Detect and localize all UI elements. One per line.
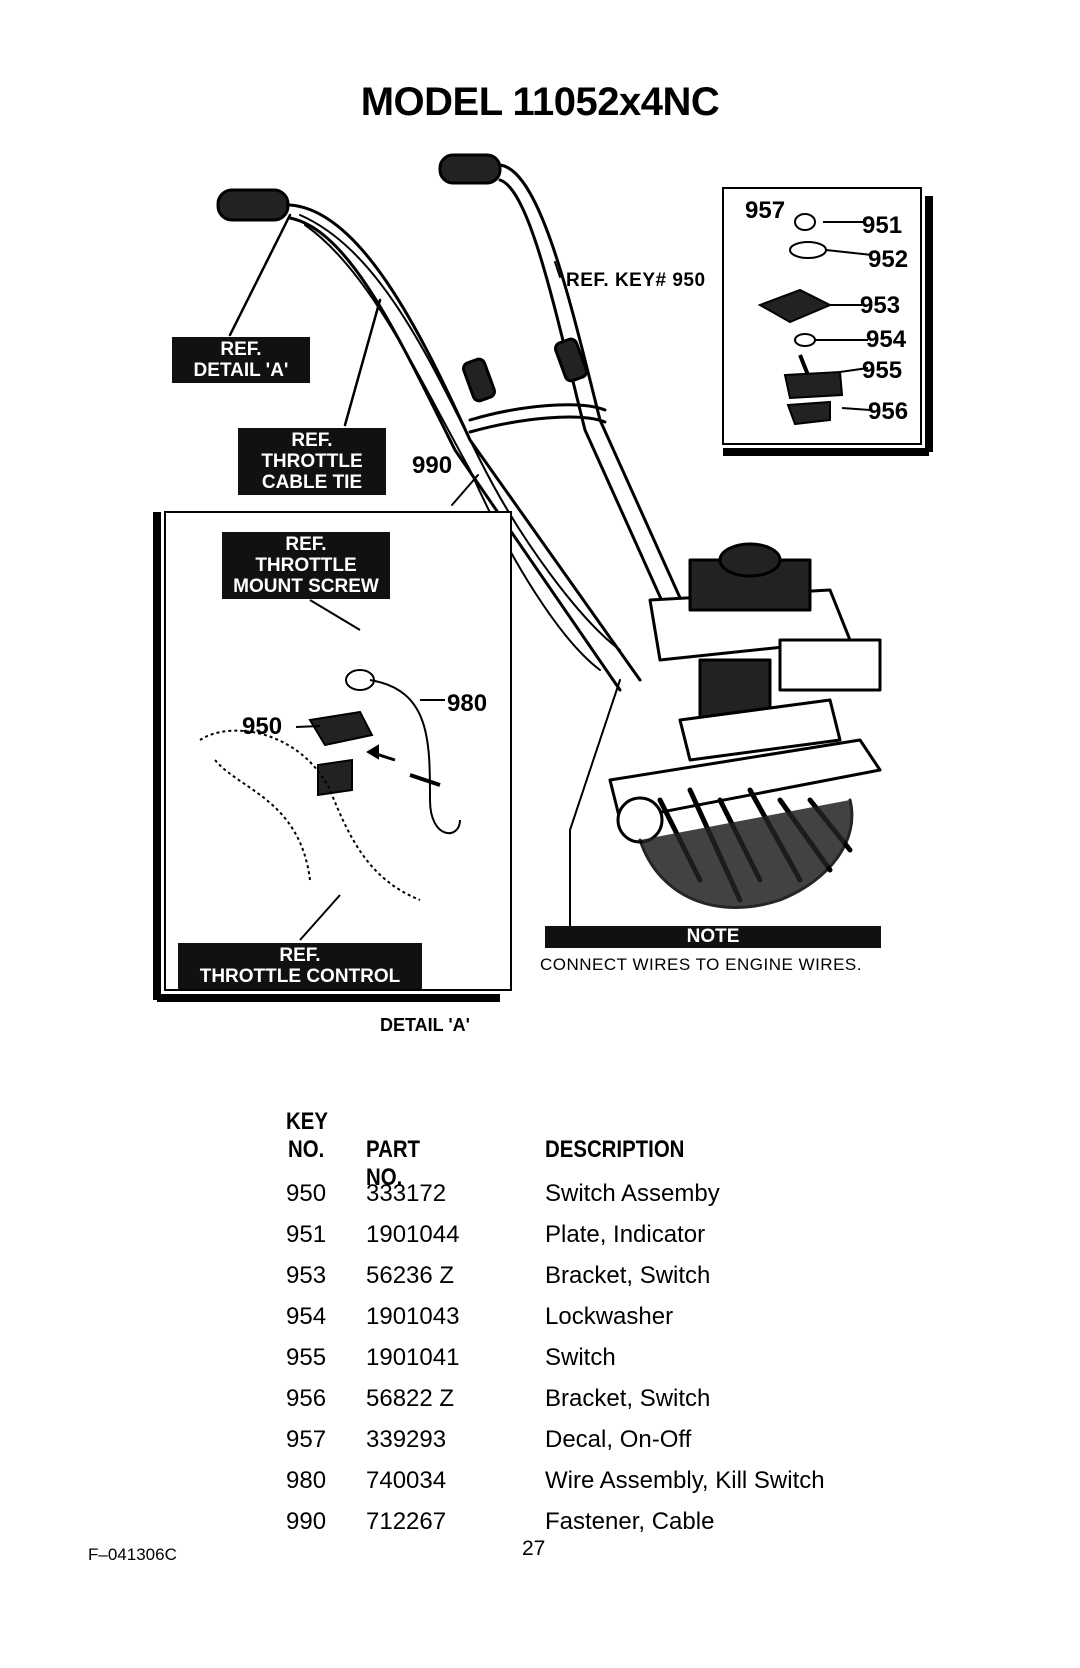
callout-line: CABLE TIE <box>261 472 363 493</box>
header-description: DESCRIPTION <box>545 1136 685 1163</box>
callout-ref-detail-a: REF. DETAIL 'A' <box>172 337 310 383</box>
part-no-cell: 56822 Z <box>366 1385 455 1412</box>
part-no-cell: 1901043 <box>366 1303 460 1330</box>
diagram-number: 957 <box>745 197 786 224</box>
table-row: 957 339293 Decal, On-Off <box>283 1426 883 1456</box>
page-title: MODEL 11052x4NC <box>360 80 720 124</box>
footer-form-code: F–041306C <box>88 1545 177 1564</box>
diagram-number: 956 <box>868 398 909 425</box>
left-grip <box>216 188 290 222</box>
diagram-number: 953 <box>860 292 901 319</box>
diagram-number: 950 <box>242 713 283 740</box>
part-no-cell: 56236 Z <box>366 1262 455 1289</box>
table-row: 990 712267 Fastener, Cable <box>283 1508 883 1538</box>
part-no-cell: 712267 <box>366 1508 447 1535</box>
key-cell: 980 <box>286 1467 327 1494</box>
diagram-number: 990 <box>412 452 453 479</box>
description-cell: Lockwasher <box>545 1303 674 1330</box>
key-cell: 951 <box>286 1221 327 1248</box>
right-grip <box>438 153 502 185</box>
callout-line: REF. <box>220 339 262 360</box>
callout-line: REF. <box>285 534 327 555</box>
table-row: 953 56236 Z Bracket, Switch <box>283 1262 883 1292</box>
description-cell: Fastener, Cable <box>545 1508 715 1535</box>
callout-line: REF. <box>279 945 321 966</box>
part-no-cell: 1901044 <box>366 1221 460 1248</box>
diagram-number: 980 <box>447 690 488 717</box>
part-no-cell: 1901041 <box>366 1344 460 1371</box>
callout-line: MOUNT SCREW <box>233 576 379 597</box>
callout-line: REF. <box>291 430 333 451</box>
header-key-line2: NO. <box>288 1136 325 1163</box>
description-cell: Wire Assembly, Kill Switch <box>545 1467 825 1494</box>
switch-exploded-inset <box>722 187 933 456</box>
detail-a-label: DETAIL 'A' <box>380 1015 470 1035</box>
tiller-diagram <box>153 153 933 1002</box>
table-row: 951 1901044 Plate, Indicator <box>283 1221 883 1251</box>
callout-line: THROTTLE CONTROL <box>199 966 401 987</box>
callout-ref-throttle-mount-screw: REF. THROTTLE MOUNT SCREW <box>222 532 390 599</box>
description-cell: Bracket, Switch <box>545 1385 711 1412</box>
key-cell: 955 <box>286 1344 327 1371</box>
part-no-cell: 339293 <box>366 1426 447 1453</box>
table-row: 955 1901041 Switch <box>283 1344 883 1374</box>
table-row: 980 740034 Wire Assembly, Kill Switch <box>283 1467 883 1497</box>
table-row: 956 56822 Z Bracket, Switch <box>283 1385 883 1415</box>
key-cell: 950 <box>286 1180 327 1207</box>
header-part-no: PART NO. <box>366 1136 421 1191</box>
key-cell: 990 <box>286 1508 327 1535</box>
diagram-number: 951 <box>862 212 903 239</box>
key-cell: 956 <box>286 1385 327 1412</box>
part-no-cell: 333172 <box>366 1180 447 1207</box>
key-cell: 954 <box>286 1303 327 1330</box>
callout-line: THROTTLE <box>261 451 363 472</box>
key-cell: 953 <box>286 1262 327 1289</box>
part-no-cell: 740034 <box>366 1467 447 1494</box>
ref-key-label: REF. KEY# 950 <box>566 270 706 291</box>
page-number: 27 <box>522 1537 546 1560</box>
table-row: 954 1901043 Lockwasher <box>283 1303 883 1333</box>
header-key-line1: KEY <box>286 1108 328 1135</box>
diagram-number: 952 <box>868 246 909 273</box>
description-cell: Switch <box>545 1344 616 1371</box>
description-cell: Switch Assemby <box>545 1180 720 1207</box>
description-cell: Plate, Indicator <box>545 1221 706 1248</box>
callout-line: THROTTLE <box>255 555 357 576</box>
callout-ref-throttle-cable-tie: REF. THROTTLE CABLE TIE <box>238 428 386 495</box>
table-row: 950 333172 Switch Assemby <box>283 1180 883 1210</box>
description-cell: Decal, On-Off <box>545 1426 692 1453</box>
callout-ref-throttle-control: REF. THROTTLE CONTROL <box>178 943 422 989</box>
description-cell: Bracket, Switch <box>545 1262 711 1289</box>
callout-line: DETAIL 'A' <box>193 360 289 381</box>
diagram-number: 954 <box>866 326 907 353</box>
key-cell: 957 <box>286 1426 327 1453</box>
note-text: CONNECT WIRES TO ENGINE WIRES. <box>540 955 862 974</box>
note-label: NOTE <box>545 926 881 948</box>
diagram-number: 955 <box>862 357 903 384</box>
